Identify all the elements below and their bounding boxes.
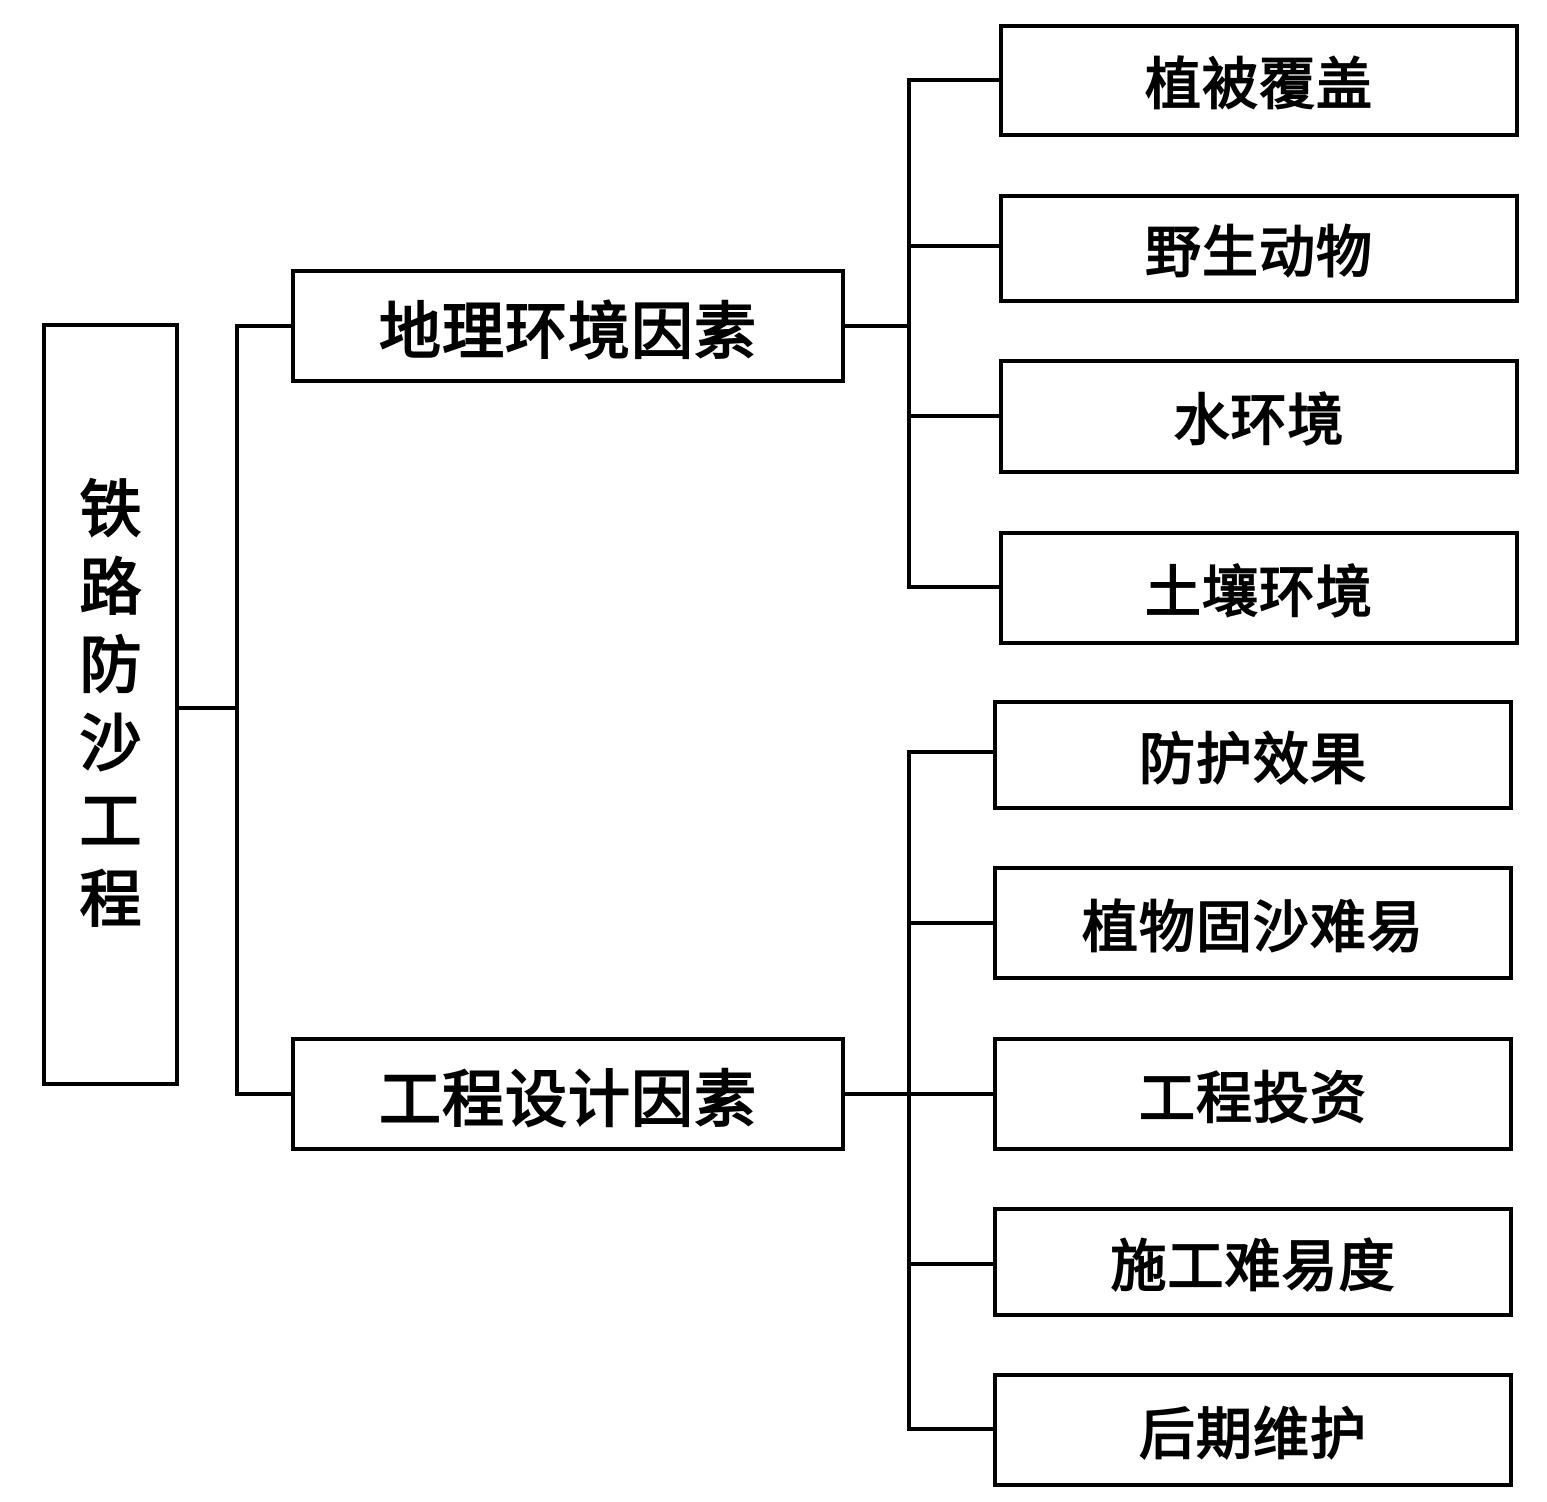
leaf-node: 后期维护 <box>993 1373 1513 1487</box>
branch-label: 地理环境因素 <box>378 295 757 368</box>
leaf-node: 施工难易度 <box>993 1207 1513 1317</box>
leaf-node: 植被覆盖 <box>999 24 1519 137</box>
root-label-char: 防 <box>79 628 142 702</box>
leaf-node: 土壤环境 <box>999 531 1519 645</box>
root-label-char: 沙 <box>79 706 142 780</box>
leaf-label: 水环境 <box>1173 388 1345 454</box>
leaf-node: 植物固沙难易 <box>993 866 1513 980</box>
leaf-node: 水环境 <box>999 359 1519 474</box>
leaf-node: 野生动物 <box>999 194 1519 303</box>
leaf-label: 防护效果 <box>1139 726 1367 793</box>
leaf-label: 土壤环境 <box>1145 559 1373 626</box>
branch-label: 工程设计因素 <box>378 1063 757 1136</box>
leaf-node: 防护效果 <box>993 700 1513 810</box>
root-label-char: 程 <box>79 862 142 936</box>
branch-node-geography: 地理环境因素 <box>291 269 845 383</box>
leaf-label: 工程投资 <box>1139 1065 1367 1132</box>
root-label-char: 铁 <box>79 472 142 546</box>
root-label-char: 路 <box>79 550 142 624</box>
leaf-label: 植物固沙难易 <box>1082 894 1424 961</box>
leaf-label: 施工难易度 <box>1110 1233 1396 1300</box>
branch-node-engineering: 工程设计因素 <box>291 1037 845 1151</box>
leaf-label: 植被覆盖 <box>1145 52 1373 118</box>
leaf-label: 后期维护 <box>1139 1401 1367 1468</box>
root-label-char: 工 <box>79 784 142 858</box>
leaf-node: 工程投资 <box>993 1037 1513 1151</box>
leaf-label: 野生动物 <box>1145 220 1373 286</box>
root-node: 铁 路 防 沙 工 程 <box>42 323 179 1086</box>
